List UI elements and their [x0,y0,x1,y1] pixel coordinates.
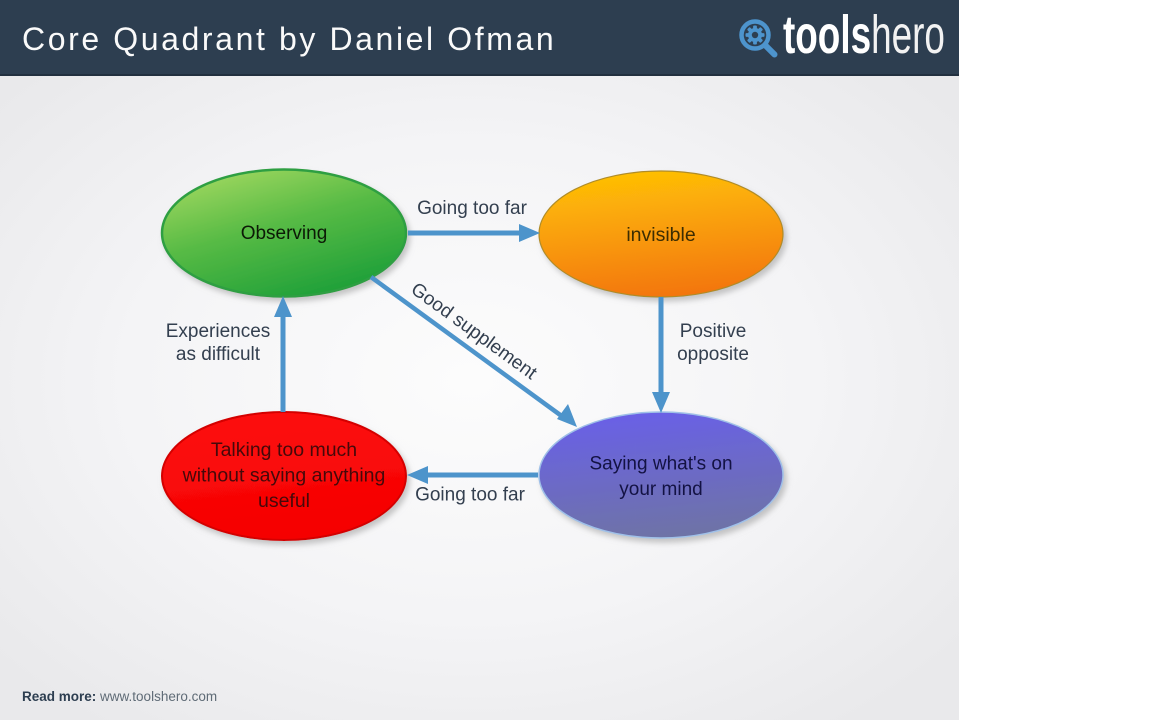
svg-text:opposite: opposite [677,344,749,365]
svg-text:Positive: Positive [680,321,747,342]
svg-text:useful: useful [258,490,310,512]
svg-text:your mind: your mind [619,479,702,500]
svg-text:Talking too much: Talking too much [211,439,357,461]
svg-text:as difficult: as difficult [176,344,261,365]
svg-text:invisible: invisible [626,224,695,246]
svg-text:Going too far: Going too far [417,198,528,219]
svg-text:without saying anything: without saying anything [182,465,386,487]
svg-text:Experiences: Experiences [166,321,271,342]
svg-text:Going too far: Going too far [415,485,526,506]
svg-text:Observing: Observing [241,223,328,244]
svg-text:Good supplement: Good supplement [407,279,541,385]
svg-text:Saying what's on: Saying what's on [589,454,732,475]
